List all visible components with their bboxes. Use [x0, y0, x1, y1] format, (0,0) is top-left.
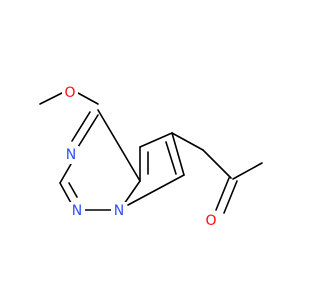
bond-c6-c7 — [171, 132, 185, 176]
bond-cketone-methyl — [232, 162, 263, 180]
atom-n-bridge-label: N — [114, 203, 124, 219]
bond-nbridge-c8a — [123, 180, 141, 205]
bond-c8a-c4 — [97, 109, 141, 182]
bond-n3-c2 — [59, 163, 72, 184]
atom-o-methoxy: O — [62, 84, 78, 102]
bond-ch2-cketone — [202, 149, 232, 179]
bonds — [39, 92, 263, 214]
atom-o-ketone-label: O — [205, 213, 216, 229]
bond-c6-ch2 — [171, 132, 204, 151]
bond-methyl-o — [39, 92, 63, 105]
atom-n-bridge: N — [111, 202, 127, 220]
bond-c2-n1-second — [68, 182, 78, 198]
atom-n-bottom-left: N — [69, 202, 85, 220]
bond-c4-n3-second — [71, 111, 91, 142]
bond-c7-nbridge — [127, 174, 185, 206]
atom-o-methoxy-label: O — [64, 85, 75, 101]
bond-o-c4 — [77, 92, 99, 105]
atom-n-ring: N — [63, 146, 79, 164]
atom-n-bottom-left-label: N — [72, 203, 82, 219]
atom-labels: O N N N O — [62, 84, 219, 230]
molecule-structure: O N N N O — [39, 84, 263, 230]
atom-o-ketone: O — [203, 212, 219, 230]
bond-c4-n3 — [77, 114, 99, 148]
atom-n-ring-label: N — [66, 147, 76, 163]
bond-cketone-o — [215, 177, 230, 211]
bond-c6-c7-second — [165, 141, 177, 175]
bond-c5-c6 — [139, 132, 173, 148]
bond-c2-n1 — [59, 182, 72, 204]
bond-cketone-o-second — [223, 180, 238, 214]
